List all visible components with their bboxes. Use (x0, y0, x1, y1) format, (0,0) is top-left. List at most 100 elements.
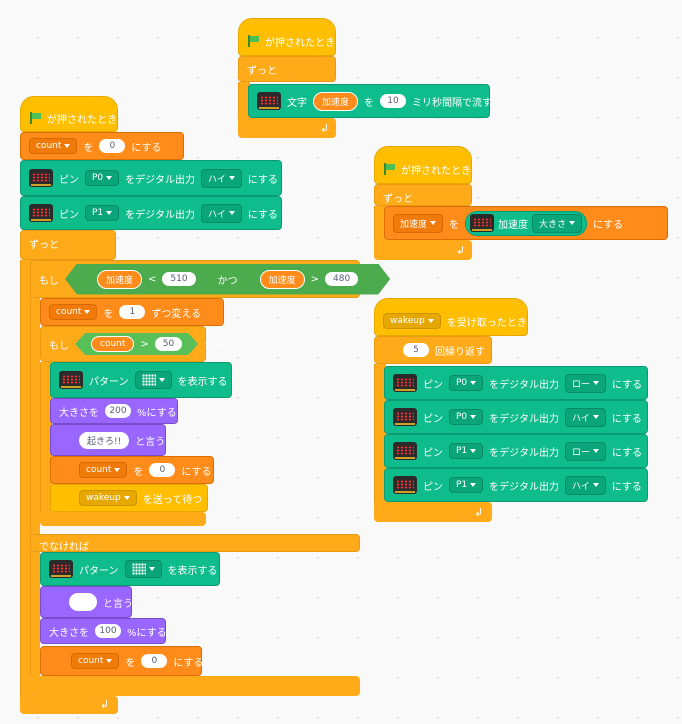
and-operator[interactable]: 加速度 < 510 かつ 加速度 > 480 (65, 264, 390, 295)
compare-value-input[interactable]: 50 (155, 337, 182, 351)
if-else-block[interactable]: もし 加速度 < 510 かつ 加速度 > 480 なら (30, 260, 416, 298)
count-dropdown-value: count (36, 141, 62, 151)
forever-block-3[interactable]: ずっと (20, 230, 116, 260)
pin-dropdown[interactable]: P1 (85, 205, 120, 221)
digital-out-label: をデジタル出力 (489, 413, 559, 425)
var-dropdown[interactable]: 加速度 (393, 213, 444, 233)
accel-reporter[interactable]: 加速度 (313, 91, 359, 111)
pattern-dropdown[interactable] (124, 560, 162, 578)
count-value-input[interactable]: 0 (149, 463, 176, 477)
set-size-block-2[interactable]: 大きさを 100 %にする (40, 618, 167, 644)
compare-value-input[interactable]: 480 (325, 272, 358, 286)
loop-arrow-icon: ↲ (100, 698, 110, 711)
pin-row-1[interactable]: ピン P0 をデジタル出力 ロー にする (384, 366, 648, 400)
message-dropdown[interactable]: wakeup (383, 313, 441, 329)
scroll-text-block[interactable]: 文字 加速度 を 10 ミリ秒間隔で流す (248, 84, 493, 118)
greater-than-operator[interactable]: 加速度 > 480 (244, 267, 375, 292)
pin-dropdown[interactable]: P0 (449, 375, 484, 391)
digital-out-label: をデジタル出力 (489, 379, 559, 391)
set-accel-var-block[interactable]: 加速度 を 加速度 大きさ にする (384, 206, 668, 240)
when-flag-hat-1[interactable]: が押されたとき (238, 18, 336, 56)
say-suffix: と言う (135, 436, 166, 448)
forever-block-1[interactable]: ずっと (238, 56, 336, 82)
dropdown-caret-icon (470, 415, 477, 419)
interval-input[interactable]: 10 (380, 94, 407, 108)
level-dropdown[interactable]: ハイ (200, 203, 242, 223)
pin-dropdown[interactable]: P1 (449, 477, 484, 493)
pin-dropdown[interactable]: P0 (449, 409, 484, 425)
forever-block-2[interactable]: ずっと (374, 184, 472, 206)
when-receive-hat[interactable]: wakeup を受け取ったとき (374, 298, 528, 336)
change-value-input[interactable]: 1 (119, 305, 146, 319)
set-count-block-2[interactable]: count を 0 にする (50, 456, 214, 484)
interval-suffix: ミリ秒間隔で流す (412, 97, 493, 109)
count-dropdown[interactable]: count (71, 653, 120, 669)
count-dropdown[interactable]: count (49, 304, 98, 320)
level-dropdown[interactable]: ハイ (564, 475, 606, 495)
say-text-input[interactable]: 起きろ!! (79, 431, 130, 449)
dropdown-caret-icon (114, 468, 121, 472)
less-than-operator[interactable]: 加速度 < 510 (81, 267, 212, 292)
message-dropdown[interactable]: wakeup (79, 490, 137, 506)
pin-row-2[interactable]: ピン P0 をデジタル出力 ハイ にする (384, 400, 648, 434)
pin-suffix: にする (611, 413, 642, 425)
say-block-2[interactable]: と言う (40, 586, 133, 618)
set-size-block-1[interactable]: 大きさを 200 %にする (50, 398, 178, 424)
level-dropdown[interactable]: ハイ (564, 407, 606, 427)
level-dropdown[interactable]: ロー (564, 373, 606, 393)
say-block-1[interactable]: 起きろ!! と言う (50, 424, 166, 456)
accel-reporter[interactable]: 加速度 (97, 270, 142, 289)
size-value-input[interactable]: 200 (105, 404, 131, 418)
then-label: なら (396, 275, 417, 287)
inner-if-block[interactable]: もし count > 50 なら (40, 326, 224, 362)
pin-row-3[interactable]: ピン P1 をデジタル出力 ロー にする (384, 434, 648, 468)
count-dropdown[interactable]: count (79, 462, 128, 478)
axis-dropdown[interactable]: 大きさ (532, 213, 583, 233)
set-count-block[interactable]: count を 0 にする (20, 132, 184, 160)
pin-dropdown[interactable]: P1 (449, 443, 484, 459)
operator-symbol: > (310, 273, 319, 285)
change-suffix: ずつ変える (151, 308, 202, 320)
pin-label: ピン (423, 379, 443, 391)
set-count-block-3[interactable]: count を 0 にする (40, 646, 204, 676)
repeat-count-input[interactable]: 5 (403, 343, 429, 357)
level-dropdown[interactable]: ハイ (200, 168, 242, 188)
when-flag-label: が押されたとき (47, 114, 117, 126)
pin-dropdown[interactable]: P0 (85, 170, 120, 186)
level-dropdown[interactable]: ロー (564, 441, 606, 461)
pin-p1-block[interactable]: ピン P1 をデジタル出力 ハイ にする (20, 196, 282, 230)
accel-magnitude-reporter[interactable]: 加速度 大きさ (465, 210, 588, 236)
else-section: でなければ (30, 534, 360, 553)
when-flag-hat-2[interactable]: が押されたとき (374, 146, 472, 184)
dropdown-caret-icon (106, 659, 113, 663)
accel-reporter[interactable]: 加速度 (260, 270, 305, 289)
level-dropdown-value: ハイ (571, 481, 590, 492)
when-flag-hat-3[interactable]: が押されたとき (20, 96, 118, 132)
show-pattern-block-1[interactable]: パターン を表示する (50, 362, 232, 398)
count-value-input[interactable]: 0 (99, 139, 126, 153)
greater-than-operator[interactable]: count > 50 (75, 333, 198, 355)
size-value-input[interactable]: 100 (95, 624, 121, 638)
count-reporter[interactable]: count (91, 336, 134, 352)
pin-suffix: にする (611, 379, 643, 391)
set-suffix: にする (593, 219, 624, 231)
change-count-block[interactable]: count を 1 ずつ変える (40, 298, 224, 326)
level-dropdown-value: ハイ (207, 209, 226, 220)
pin-label: ピン (59, 174, 79, 186)
pin-dropdown-value: P0 (456, 378, 468, 388)
count-dropdown[interactable]: count (29, 138, 78, 154)
compare-value-input[interactable]: 510 (162, 272, 195, 286)
broadcast-wait-block[interactable]: wakeup を送って待つ (50, 484, 208, 512)
dropdown-caret-icon (123, 496, 130, 500)
level-dropdown-value: ロー (571, 447, 590, 458)
pin-p0-block[interactable]: ピン P0 をデジタル出力 ハイ にする (20, 160, 282, 196)
pin-row-4[interactable]: ピン P1 をデジタル出力 ハイ にする (384, 468, 648, 502)
pattern-dropdown[interactable] (134, 371, 172, 389)
show-pattern-block-2[interactable]: パターン を表示する (40, 552, 220, 586)
say-text-input[interactable] (69, 593, 97, 611)
when-flag-label: が押されたとき (265, 37, 335, 49)
count-value-input[interactable]: 0 (141, 654, 168, 668)
dropdown-caret-icon (228, 176, 235, 180)
repeat-block[interactable]: 5 回繰り返す (374, 336, 492, 364)
